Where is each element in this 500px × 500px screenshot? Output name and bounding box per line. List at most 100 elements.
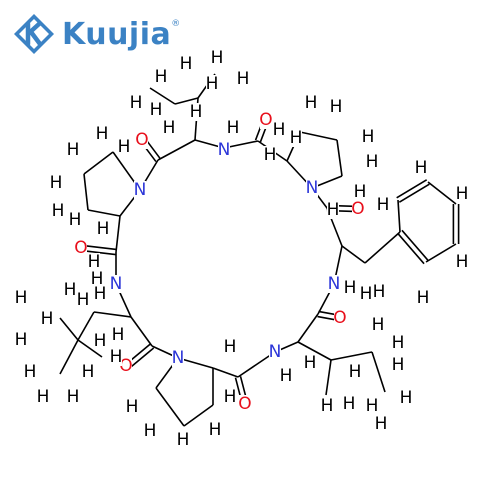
atom-label-h: H	[155, 67, 168, 87]
bond	[81, 249, 116, 256]
bond	[212, 367, 239, 378]
atom-label-background	[224, 388, 236, 406]
atom-label-n: N	[306, 178, 319, 198]
atom-label-h: H	[88, 252, 101, 272]
atom-label-h: H	[349, 362, 362, 382]
bond	[157, 139, 196, 161]
atom-label-background	[343, 395, 355, 413]
atom-label-h: H	[415, 158, 428, 178]
atom-label-h: H	[330, 97, 343, 117]
atom-label-h: H	[362, 127, 375, 147]
atom-label-h: H	[237, 69, 250, 89]
atom-label-background	[306, 179, 318, 197]
atom-label-h: H	[377, 195, 390, 215]
atom-label-background	[273, 121, 285, 139]
atom-label-n: N	[110, 274, 123, 294]
atom-label-h: H	[304, 353, 317, 373]
bond	[237, 351, 276, 378]
atom-label-background	[126, 398, 138, 416]
atom-label-background	[237, 70, 249, 88]
atom-label-background	[94, 285, 106, 303]
atom-label-background	[120, 357, 132, 375]
atom-label-h: H	[366, 152, 379, 172]
atom-label-background	[50, 174, 62, 192]
atom-label-background	[110, 348, 122, 366]
bond	[129, 347, 155, 369]
atom-label-h: H	[67, 140, 80, 160]
atom-label-h: H	[305, 93, 318, 113]
bond	[155, 387, 185, 427]
bond	[59, 317, 79, 341]
atom-label-background	[327, 201, 339, 219]
atom-label-background	[400, 389, 412, 407]
atom-label-h: H	[327, 200, 340, 220]
atom-label-background	[375, 415, 387, 433]
atom-label-background	[366, 397, 378, 415]
atom-label-background	[41, 310, 53, 328]
atom-label-background	[96, 125, 108, 143]
atom-label-h: H	[97, 219, 110, 239]
atom-label-h: H	[67, 387, 80, 407]
bond	[93, 311, 132, 318]
atom-label-h: H	[417, 288, 430, 308]
atom-label-background	[37, 388, 49, 406]
atom-label-h: H	[392, 355, 405, 375]
atom-label-background	[64, 281, 76, 299]
atom-label-background	[239, 395, 251, 413]
bond	[149, 87, 176, 105]
atom-label-background	[88, 253, 100, 271]
atom-label-h: H	[273, 120, 286, 140]
atom-label-background	[392, 334, 404, 352]
atom-label-h: H	[290, 128, 303, 148]
bond	[371, 351, 386, 393]
atom-label-h: H	[24, 362, 37, 382]
bond	[115, 215, 121, 253]
atom-label-background	[415, 159, 427, 177]
atom-label-h: H	[94, 331, 107, 351]
atom-label-h: H	[50, 173, 63, 193]
atom-label-h: H	[69, 210, 82, 230]
brand-name: Kuujia	[62, 16, 172, 52]
atom-label-background	[354, 183, 366, 201]
atom-label-h: H	[118, 137, 131, 157]
atom-label-background	[352, 200, 364, 218]
atom-label-background	[110, 275, 122, 293]
atom-label-h: H	[227, 118, 240, 138]
atom-label-h: H	[130, 93, 143, 113]
atom-label-background	[134, 181, 146, 199]
bond	[397, 199, 401, 233]
atom-label-background	[392, 356, 404, 374]
atom-label-h: H	[163, 118, 176, 138]
atom-label-background	[82, 363, 94, 381]
atom-label-background	[305, 94, 317, 112]
atom-label-background	[180, 55, 192, 73]
atom-label-background	[334, 309, 346, 327]
atom-label-background	[372, 316, 384, 334]
bond	[77, 339, 103, 358]
bond	[183, 404, 214, 427]
atom-label-background	[52, 202, 64, 220]
atom-label-h: H	[344, 278, 357, 298]
atom-label-h: H	[375, 414, 388, 434]
atom-label-h: H	[343, 394, 356, 414]
atom-label-o: O	[135, 130, 148, 150]
atom-label-background	[304, 354, 316, 372]
bond	[341, 245, 366, 264]
atom-label-background	[224, 338, 236, 356]
atom-label-h: H	[224, 387, 237, 407]
bond	[397, 233, 425, 265]
bond	[299, 131, 338, 141]
atom-label-background	[330, 98, 342, 116]
atom-label-background	[269, 343, 281, 361]
atom-label-background	[209, 421, 221, 439]
atom-label-o: O	[119, 356, 132, 376]
bond	[325, 359, 332, 396]
bond	[297, 313, 319, 343]
atom-label-h: H	[392, 333, 405, 353]
atom-label-background	[328, 275, 340, 293]
atom-label-h: H	[360, 284, 373, 304]
atom-label-h: H	[96, 124, 109, 144]
atom-label-background	[218, 141, 230, 159]
